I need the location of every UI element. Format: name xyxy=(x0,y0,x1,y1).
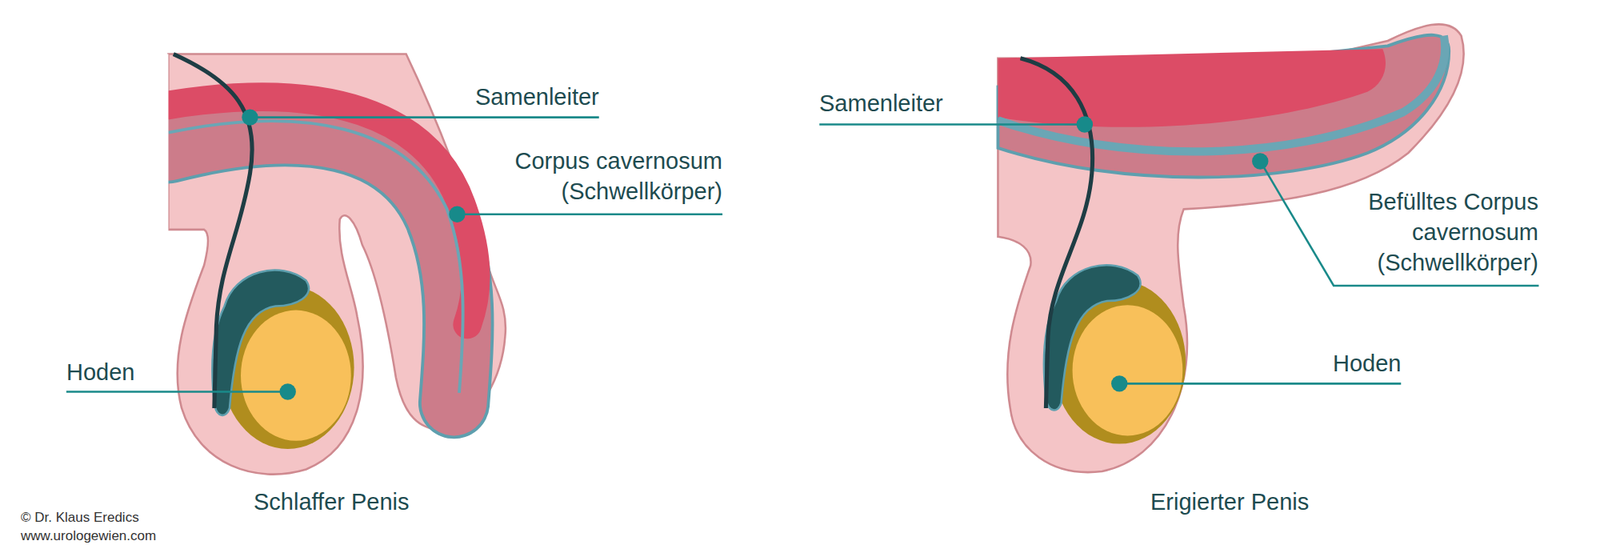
part-label: Samenleiter xyxy=(475,81,600,112)
part-label: Befülltes Corpus cavernosum (Schwellkörp… xyxy=(1310,186,1539,278)
testis-inner xyxy=(240,310,352,441)
edge-fill xyxy=(127,54,168,259)
part-label: Corpus cavernosum (Schwellkörper) xyxy=(450,145,723,207)
epididymis xyxy=(212,270,309,416)
vas-deferens xyxy=(173,54,252,408)
part-label: Hoden xyxy=(1332,348,1401,379)
part-label: Samenleiter xyxy=(819,88,944,119)
corpus-red-band xyxy=(168,96,476,324)
skin-outline xyxy=(997,24,1464,472)
testis-inner xyxy=(1072,304,1184,436)
leader-lines xyxy=(66,117,1540,392)
figure-caption: Schlaffer Penis xyxy=(253,486,410,517)
corpus-line xyxy=(997,36,1445,152)
part-label: Hoden xyxy=(66,356,135,388)
vas-deferens xyxy=(1020,58,1093,408)
corpus-cavernosum xyxy=(997,35,1449,178)
figure-caption: Erigierter Penis xyxy=(1150,486,1309,517)
corpus-red-band xyxy=(997,48,1386,128)
website-note: www.urologewien.com xyxy=(20,527,156,545)
copyright-note: © Dr. Klaus Eredics xyxy=(20,508,140,527)
leader-dots xyxy=(241,108,1268,400)
